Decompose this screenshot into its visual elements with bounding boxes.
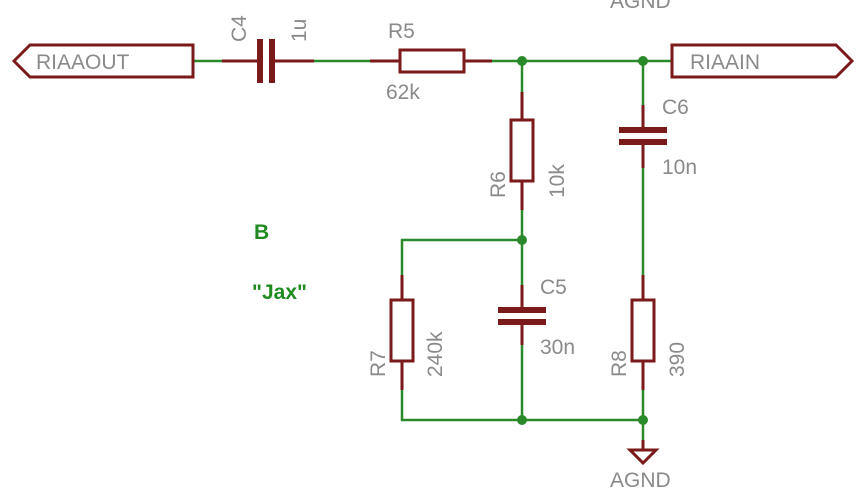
ground-top-label: AGND [610,0,671,13]
capacitor-c5: C5 30n [498,276,575,359]
port-riaaout-shape [11,43,195,79]
port-riaaout-label: RIAAOUT [36,51,130,74]
junction-dot [638,56,648,66]
r8-name-label: R8 [608,350,631,377]
port-riaaout: RIAAOUT [11,43,195,79]
c4-name-label: C4 [228,15,251,42]
r6-value-label: 10k [546,164,569,198]
r5-name-label: R5 [388,20,415,43]
r7-name-label: R7 [367,350,390,377]
port-riaain: RIAAIN [670,43,855,79]
resistor-r5: R5 62k [370,20,492,104]
c6-name-label: C6 [662,96,689,119]
c5-name-label: C5 [540,276,567,299]
capacitor-c4: C4 1u [222,15,314,83]
ground-bottom-label: AGND [610,469,671,492]
c6-value-label: 10n [662,156,697,179]
capacitor-c6: C6 10n [619,96,697,179]
r5-value-label: 62k [386,81,420,104]
r5-body [398,48,466,74]
resistor-r6: R6 10k [487,92,569,210]
c4-value-label: 1u [288,19,311,42]
resistor-r7: R7 240k [367,275,447,390]
c5-value-label: 30n [540,336,575,359]
r6-name-label: R6 [487,171,510,198]
junction-dot [517,235,527,245]
junction-dot [517,56,527,66]
r7-body [389,298,415,363]
wires [191,59,674,444]
junction-dot [638,415,648,425]
design-name-label: "Jax" [252,281,307,304]
r8-body [630,298,656,363]
junctions [517,56,648,425]
variant-label: B [254,221,269,244]
r7-value-label: 240k [424,331,447,377]
r6-body [509,118,535,183]
r8-value-label: 390 [666,342,689,377]
port-riaain-shape [670,43,855,79]
port-riaain-label: RIAAIN [690,51,760,74]
ground-symbol: AGND [610,440,671,492]
ground-triangle-icon [626,448,660,466]
resistor-r8: R8 390 [608,275,689,390]
junction-dot [517,415,527,425]
